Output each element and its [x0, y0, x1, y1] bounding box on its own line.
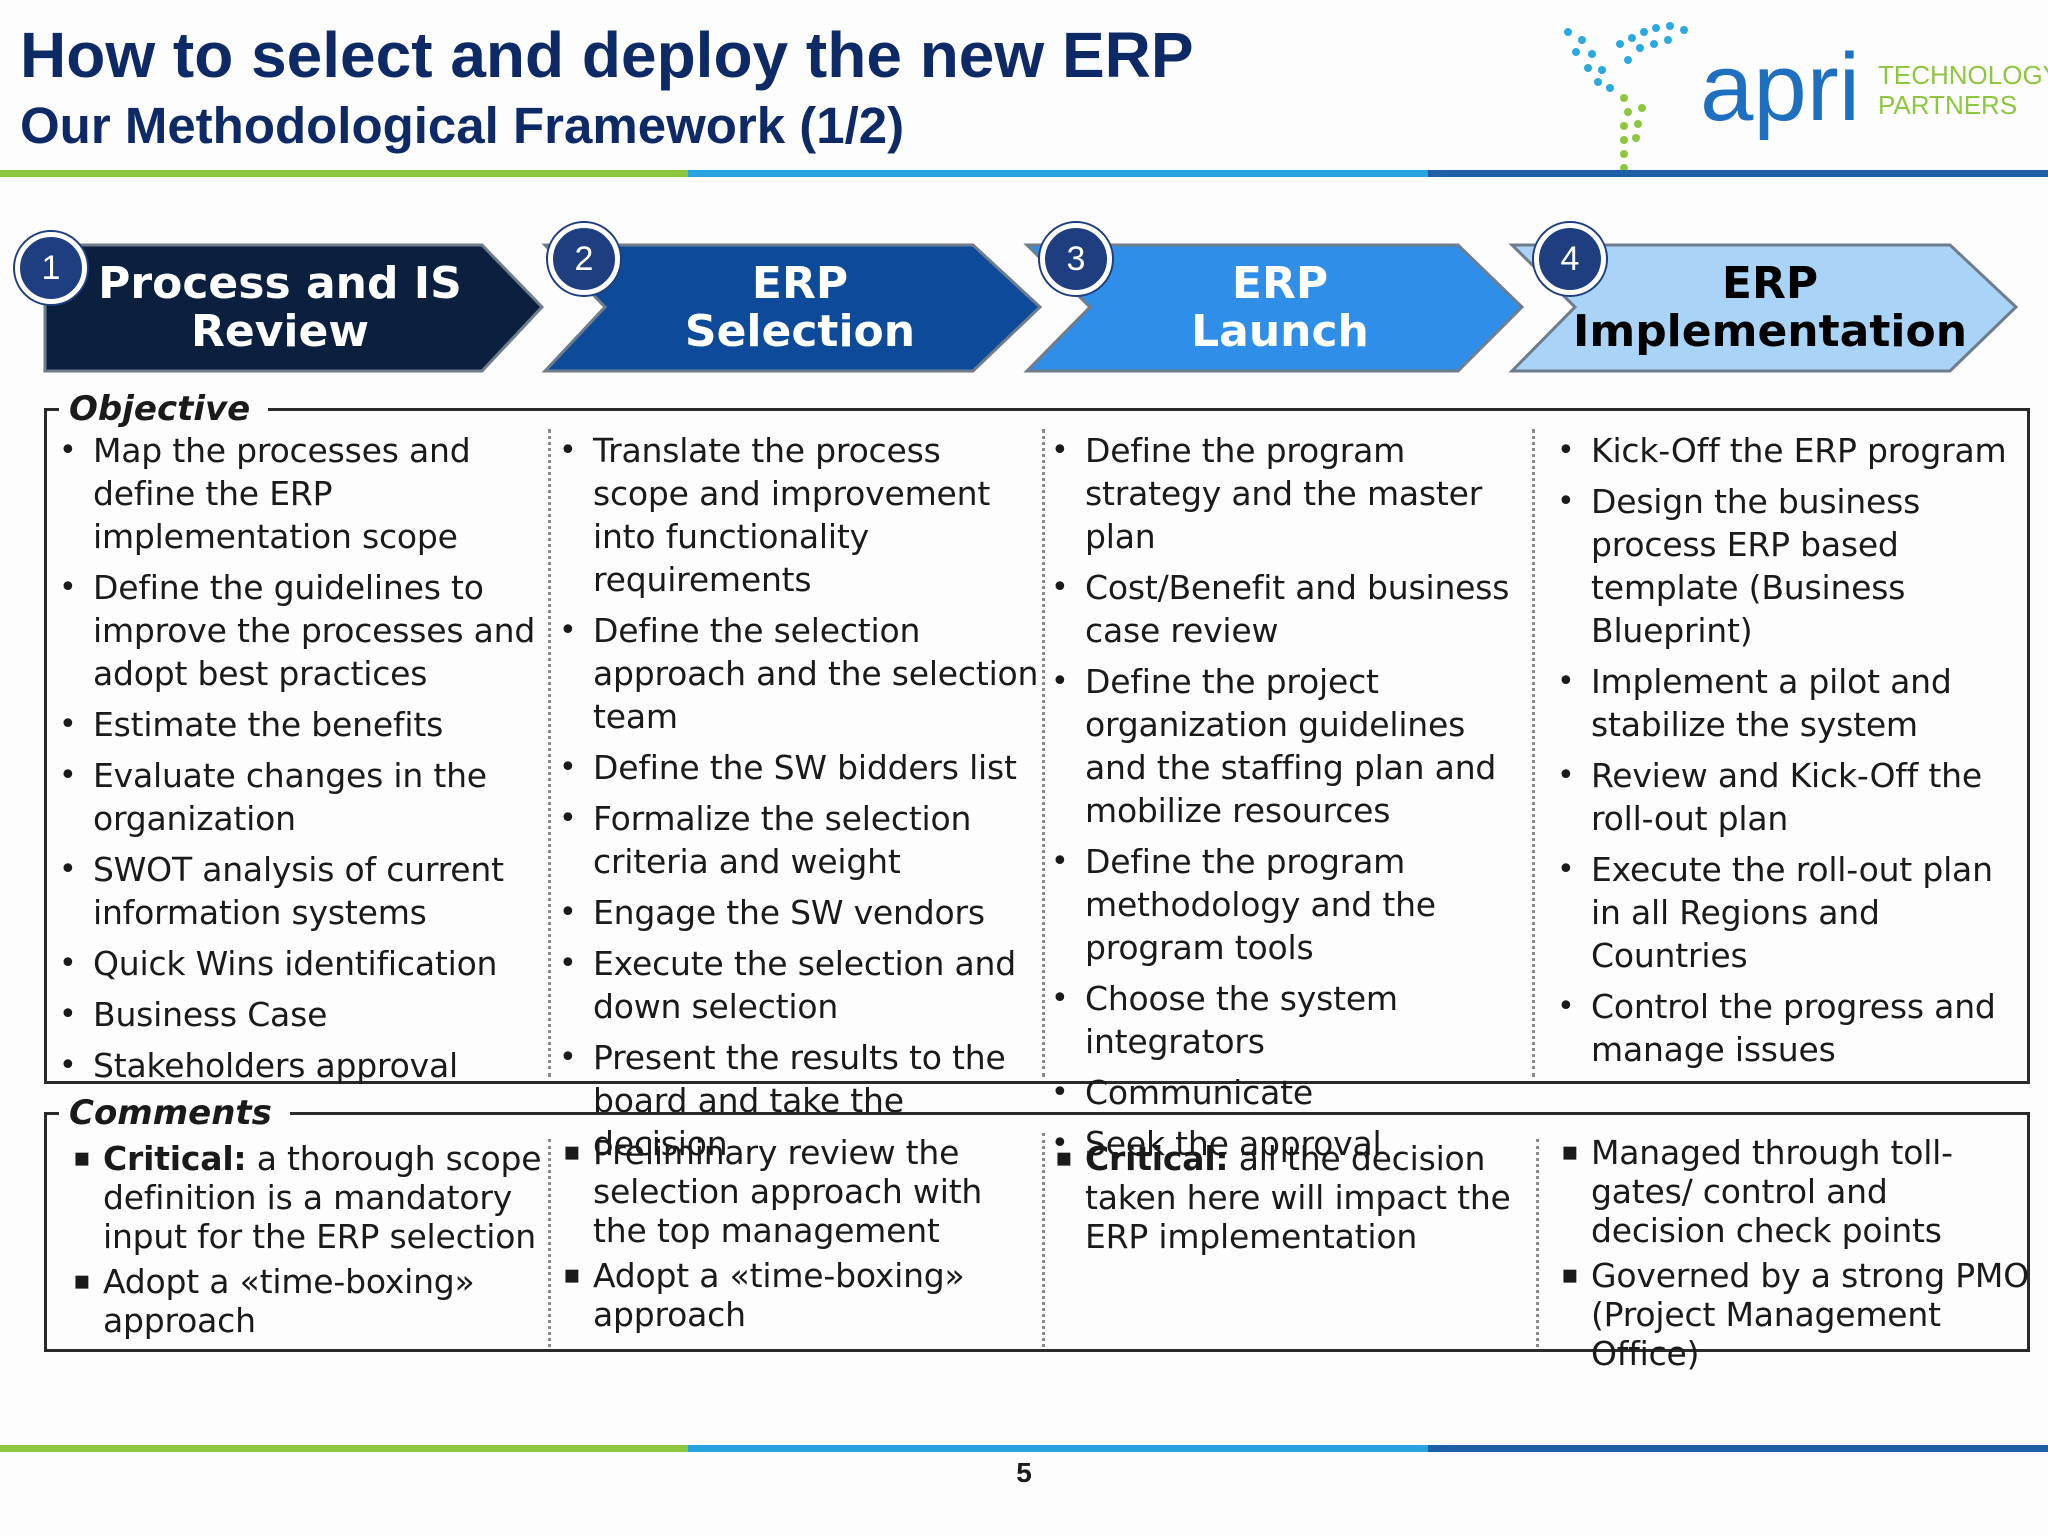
comments-col-2: Preliminary review the selection approac…	[555, 1133, 1045, 1347]
objective-item: Design the business process ERP based te…	[1553, 480, 2029, 652]
objective-item: Business Case	[55, 993, 548, 1036]
comment-text: Preliminary review the selection approac…	[593, 1133, 983, 1250]
phase-3-number: 3	[1040, 223, 1112, 295]
comment-text: Governed by a strong PMO (Project Manage…	[1591, 1256, 2029, 1373]
footer-divider	[0, 1445, 2048, 1452]
objective-section: Objective Map the processes and define t…	[44, 389, 2030, 1165]
objective-item: Define the SW bidders list	[555, 746, 1042, 789]
objective-item: Execute the roll-out plan in all Regions…	[1553, 848, 2029, 977]
comment-item: Adopt a «time-boxing» approach	[65, 1262, 548, 1340]
phase-3-chevron	[1023, 243, 1525, 373]
objective-item: Stakeholders approval	[55, 1044, 548, 1087]
objective-col-4: Kick-Off the ERP programDesign the busin…	[1553, 429, 2029, 1077]
phase-1-chevron	[43, 243, 545, 373]
objective-col-3: Define the program strategy and the mast…	[1047, 429, 1535, 1165]
objective-item: Define the guidelines to improve the pro…	[55, 566, 548, 695]
objective-item: Evaluate changes in the organization	[55, 754, 548, 840]
header-divider	[0, 170, 2048, 177]
comment-text: all the decision taken here will impact …	[1085, 1139, 1511, 1256]
phase-2-number: 2	[548, 223, 620, 295]
comment-text: a thorough scope definition is a mandato…	[103, 1139, 542, 1256]
comment-item: Preliminary review the selection approac…	[555, 1133, 1042, 1250]
apri-logo: apri TECHNOLOGY PARTNERS	[1564, 22, 2048, 172]
objective-item: Quick Wins identification	[55, 942, 548, 985]
phase-2-chevron	[541, 243, 1043, 373]
objective-item: Kick-Off the ERP program	[1553, 429, 2029, 472]
comment-item: Critical: all the decision taken here wi…	[1047, 1139, 1536, 1256]
phase-4-number: 4	[1534, 223, 1606, 295]
objective-item: SWOT analysis of current information sys…	[55, 848, 548, 934]
objective-item: Define the program strategy and the mast…	[1047, 429, 1532, 558]
logo-line2: PARTNERS	[1878, 90, 2017, 120]
comment-text: Managed through toll-gates/ control and …	[1591, 1133, 1953, 1250]
comment-item: Governed by a strong PMO (Project Manage…	[1553, 1256, 2029, 1373]
objective-item: Choose the system integrators	[1047, 977, 1532, 1063]
objective-item: Implement a pilot and stabilize the syst…	[1553, 660, 2029, 746]
comments-title: Comments	[59, 1093, 290, 1133]
objective-item: Communicate	[1047, 1071, 1532, 1114]
objective-item: Translate the process scope and improvem…	[555, 429, 1042, 601]
objective-item: Control the progress and manage issues	[1553, 985, 2029, 1071]
objective-item: Map the processes and define the ERP imp…	[55, 429, 548, 558]
comment-emphasis: Critical:	[1085, 1139, 1229, 1178]
objective-item: Execute the selection and down selection	[555, 942, 1042, 1028]
objective-item: Define the selection approach and the se…	[555, 609, 1042, 738]
objective-title: Objective	[59, 389, 269, 429]
logo-line1: TECHNOLOGY	[1878, 60, 2048, 90]
phase-4-chevron	[1508, 243, 2019, 373]
objective-item: Define the project organization guidelin…	[1047, 660, 1532, 832]
objective-item: Define the program methodology and the p…	[1047, 840, 1532, 969]
objective-item: Review and Kick-Off the roll-out plan	[1553, 754, 2029, 840]
objective-item: Cost/Benefit and business case review	[1047, 566, 1532, 652]
comment-text: Adopt a «time-boxing» approach	[103, 1262, 475, 1340]
phase-1-number: 1	[15, 232, 87, 304]
logo-wordmark: apri	[1700, 34, 1860, 141]
comment-text: Adopt a «time-boxing» approach	[593, 1256, 965, 1334]
page-number: 5	[1016, 1457, 1032, 1488]
page-title: How to select and deploy the new ERP	[20, 19, 1194, 91]
comments-col-4: Managed through toll-gates/ control and …	[1553, 1133, 2029, 1373]
page-subtitle: Our Methodological Framework (1/2)	[20, 97, 905, 154]
comments-col-1: Critical: a thorough scope definition is…	[65, 1139, 551, 1347]
logo-dots-icon	[1564, 22, 1688, 172]
comment-item: Adopt a «time-boxing» approach	[555, 1256, 1042, 1334]
objective-item: Engage the SW vendors	[555, 891, 1042, 934]
objective-item: Formalize the selection criteria and wei…	[555, 797, 1042, 883]
objective-item: Estimate the benefits	[55, 703, 548, 746]
comment-emphasis: Critical:	[103, 1139, 247, 1178]
comments-col-3: Critical: all the decision taken here wi…	[1047, 1139, 1539, 1347]
objective-col-1: Map the processes and define the ERP imp…	[55, 429, 551, 1087]
phase-chevrons	[43, 243, 2019, 373]
comments-section: Comments Critical: a thorough scope defi…	[44, 1093, 2030, 1373]
comment-item: Managed through toll-gates/ control and …	[1553, 1133, 2029, 1250]
objective-col-2: Translate the process scope and improvem…	[555, 429, 1045, 1163]
comment-item: Critical: a thorough scope definition is…	[65, 1139, 548, 1256]
